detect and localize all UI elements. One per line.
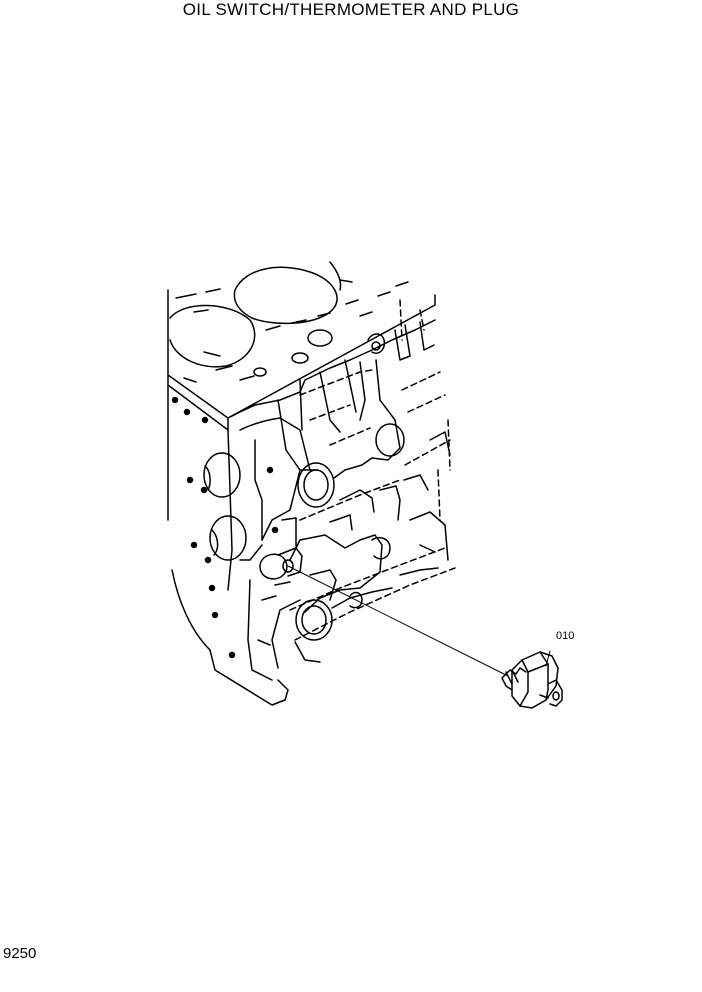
label-leader-line <box>545 650 551 667</box>
page-number: 9250 <box>3 945 37 962</box>
page-title: OIL SWITCH/THERMOMETER AND PLUG <box>182 0 520 19</box>
part-leader-line <box>287 565 509 677</box>
part-callout-010: 010 <box>556 630 574 642</box>
oil-pressure-switch <box>501 651 563 709</box>
engine-block <box>167 261 456 706</box>
